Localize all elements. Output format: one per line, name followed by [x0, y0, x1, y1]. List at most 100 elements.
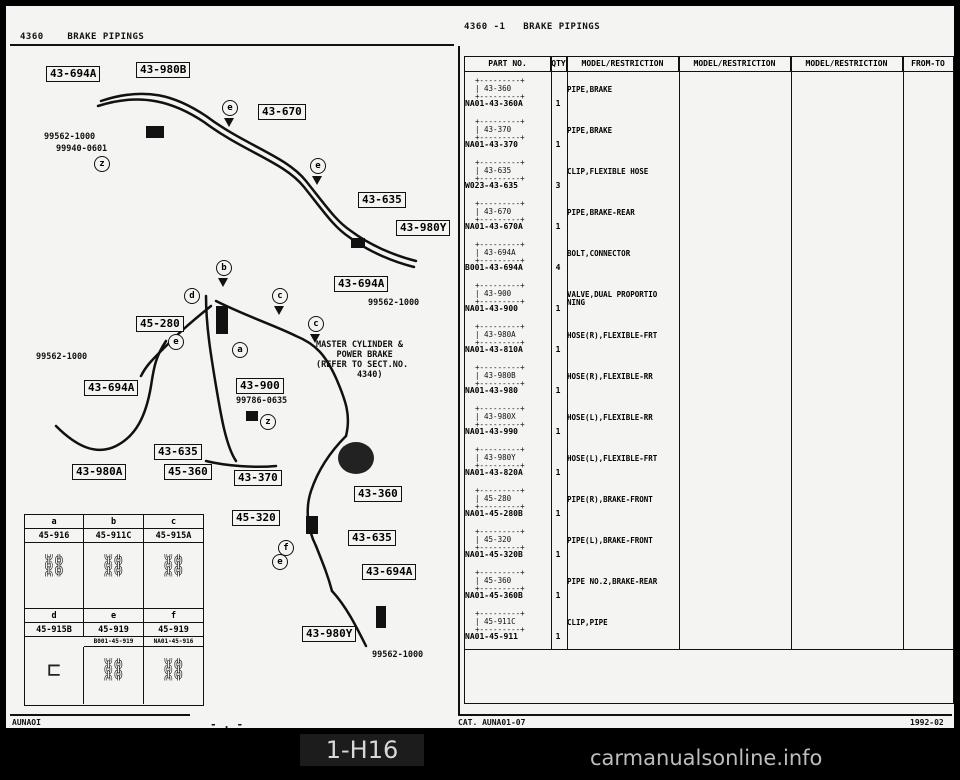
- col-divider: [679, 57, 680, 649]
- part-number: NA01-43-980: [465, 386, 518, 395]
- ref-box: +---------+ | 43-670 +---------+: [475, 199, 525, 224]
- ref-number: 43-370: [484, 125, 512, 134]
- table-row[interactable]: +---------+ | 45-280 +---------+NA01-45-…: [465, 485, 953, 526]
- quantity: 1: [555, 509, 561, 518]
- table-row[interactable]: +---------+ | 43-980Y +---------+NA01-43…: [465, 444, 953, 485]
- callout-99562-1000-a: 99562-1000: [44, 132, 96, 142]
- arrow-down-icon: [218, 278, 228, 287]
- label-43-370[interactable]: 43-370: [234, 470, 282, 486]
- quantity: 1: [555, 427, 561, 436]
- table-row[interactable]: +---------+ | 45-360 +---------+NA01-45-…: [465, 567, 953, 608]
- col-divider: [551, 57, 552, 649]
- header-model-1: MODEL/RESTRICTION: [567, 57, 679, 71]
- ref-box: +---------+ | 43-370 +---------+: [475, 117, 525, 142]
- clip-icon: ⛓: [84, 647, 144, 704]
- part-number: NA01-45-360B: [465, 591, 523, 600]
- label-43-980a[interactable]: 43-980A: [72, 464, 127, 480]
- quantity: 1: [555, 550, 561, 559]
- callout-99562-1000-c: 99562-1000: [36, 352, 88, 362]
- table-row[interactable]: +---------+ | 43-980B +---------+NA01-43…: [465, 362, 953, 403]
- table-row[interactable]: +---------+ | 43-670 +---------+NA01-43-…: [465, 198, 953, 239]
- label-43-900[interactable]: 43-900: [236, 378, 284, 394]
- table-row[interactable]: +---------+ | 45-320 +---------+NA01-45-…: [465, 526, 953, 567]
- table-row[interactable]: +---------+ | 43-900 +---------+NA01-43-…: [465, 280, 953, 321]
- label-45-360[interactable]: 45-360: [164, 464, 212, 480]
- label-43-694a-b[interactable]: 43-694A: [334, 276, 389, 292]
- description: HOSE(R),FLEXIBLE-RR: [567, 372, 653, 381]
- col-divider: [903, 57, 904, 649]
- label-43-694a-d[interactable]: 43-694A: [362, 564, 417, 580]
- label-43-635-b[interactable]: 43-635: [348, 530, 396, 546]
- quantity: 1: [555, 222, 561, 231]
- part-number: NA01-43-670A: [465, 222, 523, 231]
- description: HOSE(R),FLEXIBLE-FRT: [567, 331, 658, 340]
- part-number: B001-43-694A: [465, 263, 523, 272]
- footer-rule: [458, 714, 952, 716]
- ref-box: +---------+ | 43-900 +---------+: [475, 281, 525, 306]
- table-row[interactable]: +---------+ | 43-635 +---------+W023-43-…: [465, 157, 953, 198]
- footer-mid: - . -: [210, 718, 244, 731]
- label-45-280[interactable]: 45-280: [136, 316, 184, 332]
- label-43-694a-c[interactable]: 43-694A: [84, 380, 139, 396]
- description: PIPE(R),BRAKE-FRONT: [567, 495, 653, 504]
- col-divider: [791, 57, 792, 649]
- circle-a: a: [232, 342, 248, 358]
- clip-icon: ⛓: [84, 543, 144, 609]
- quantity: 1: [555, 99, 561, 108]
- header-rule: [465, 71, 953, 72]
- ref-box: +---------+ | 45-320 +---------+: [475, 527, 525, 552]
- grid-sym-a: a: [25, 515, 84, 529]
- ref-box: +---------+ | 45-280 +---------+: [475, 486, 525, 511]
- table-bottom-rule: [465, 649, 953, 650]
- ref-number: 43-980B: [484, 371, 516, 380]
- ref-number: 45-320: [484, 535, 512, 544]
- quantity: 1: [555, 386, 561, 395]
- table-row[interactable]: +---------+ | 43-360 +---------+NA01-43-…: [465, 75, 953, 116]
- quantity: 4: [555, 263, 561, 272]
- table-row[interactable]: +---------+ | 43-980X +---------+NA01-43…: [465, 403, 953, 444]
- table-row[interactable]: +---------+ | 43-980A +---------+NA01-43…: [465, 321, 953, 362]
- grid-sym-b: b: [84, 515, 144, 529]
- ref-number: 43-360: [484, 84, 512, 93]
- arrow-down-icon: [312, 176, 322, 185]
- header-part-no: PART NO.: [465, 57, 551, 71]
- label-43-980y-a[interactable]: 43-980Y: [396, 220, 451, 236]
- center-divider: [458, 46, 460, 716]
- part-number: NA01-43-370: [465, 140, 518, 149]
- ref-box: +---------+ | 43-980A +---------+: [475, 322, 525, 347]
- catalog-page: 4360 BRAKE PIPINGS 4360 -1 BRAKE PIPINGS: [6, 6, 954, 731]
- ref-number: 43-670: [484, 207, 512, 216]
- table-row[interactable]: +---------+ | 43-694A +---------+B001-43…: [465, 239, 953, 280]
- quantity: 1: [555, 632, 561, 641]
- label-43-635-c[interactable]: 43-635: [154, 444, 202, 460]
- diagram-labels: 43-694A 43-980B 43-670 43-635 43-980Y 43…: [18, 54, 454, 704]
- grid-pn-45-919-b: 45-919: [144, 623, 203, 637]
- label-43-635-a[interactable]: 43-635: [358, 192, 406, 208]
- grid-sym-c: c: [144, 515, 203, 529]
- description: HOSE(L),FLEXIBLE-RR: [567, 413, 653, 422]
- ref-number: 43-694A: [484, 248, 516, 257]
- label-43-980y-b[interactable]: 43-980Y: [302, 626, 357, 642]
- grid-pn-45-911c: 45-911C: [84, 529, 144, 543]
- left-header-rule: [10, 44, 454, 46]
- circle-b: b: [216, 260, 232, 276]
- ref-box: +---------+ | 43-635 +---------+: [475, 158, 525, 183]
- part-number: NA01-43-820A: [465, 468, 523, 477]
- circle-e-3: e: [168, 334, 184, 350]
- label-43-670[interactable]: 43-670: [258, 104, 306, 120]
- label-43-694a[interactable]: 43-694A: [46, 66, 101, 82]
- callout-99562-1000-d: 99562-1000: [372, 650, 424, 660]
- circle-c-2: c: [308, 316, 324, 332]
- bracket-icon: ⊏: [25, 647, 84, 704]
- label-45-320[interactable]: 45-320: [232, 510, 280, 526]
- description: HOSE(L),FLEXIBLE-FRT: [567, 454, 658, 463]
- label-43-980b[interactable]: 43-980B: [136, 62, 191, 78]
- table-row[interactable]: +---------+ | 43-370 +---------+NA01-43-…: [465, 116, 953, 157]
- page-badge: 1-H16: [300, 734, 424, 766]
- table-row[interactable]: +---------+ | 45-911C +---------+NA01-45…: [465, 608, 953, 649]
- callout-99562-1000-b: 99562-1000: [368, 298, 420, 308]
- label-43-360[interactable]: 43-360: [354, 486, 402, 502]
- right-header: 4360 -1 BRAKE PIPINGS: [464, 22, 600, 32]
- part-number: NA01-45-320B: [465, 550, 523, 559]
- quantity: 1: [555, 468, 561, 477]
